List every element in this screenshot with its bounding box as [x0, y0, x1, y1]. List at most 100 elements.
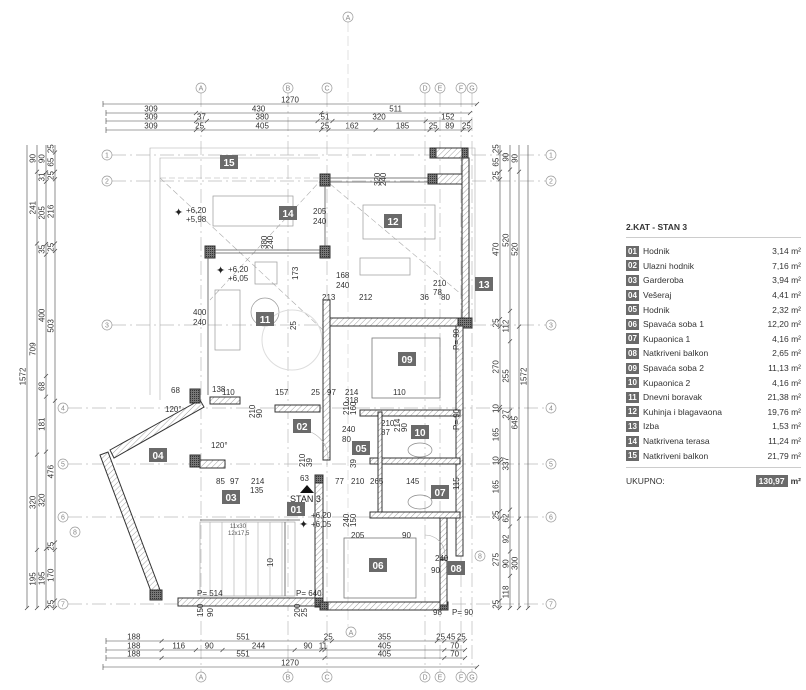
dimension-tick [507, 507, 513, 512]
level-cross-icon: ✦ [174, 207, 183, 219]
grid-label: 7 [61, 602, 65, 609]
interior-dimension: 90 [206, 608, 215, 617]
dimension-tick [462, 638, 468, 644]
dimension-tick [507, 408, 513, 413]
grid-bubble [474, 550, 486, 562]
walls [99, 147, 473, 611]
interior-dimension: 168 [336, 271, 350, 280]
room-number: 08 [450, 564, 462, 575]
grid-bubble [545, 149, 557, 161]
interior-dimension: P= 90 [452, 328, 461, 350]
dimension-value: 25 [429, 122, 438, 131]
interior-dimension: 110 [222, 388, 235, 397]
dimension-tick [315, 118, 320, 124]
grid-label: 2 [549, 179, 553, 186]
dimension-tick [292, 647, 297, 653]
interior-dimension: 145 [406, 477, 420, 486]
dimension-value: 25 [492, 510, 501, 519]
room-badge [475, 277, 493, 291]
interior-dimension: 77 [335, 477, 344, 486]
room-number: 04 [626, 289, 639, 301]
room-badge [431, 485, 449, 499]
dimension-tick [467, 118, 473, 124]
dimension-tick [43, 179, 49, 184]
interior-dimension: 210 [342, 401, 351, 415]
dimension-tick [204, 118, 210, 124]
interior-dimension: 80 [342, 435, 351, 444]
grid-bubble [57, 402, 69, 414]
interior-dimension: 87 [381, 428, 390, 437]
dimension-value: 90 [205, 642, 214, 651]
room-badge [256, 312, 274, 326]
interior-dimension: 36 [420, 293, 429, 302]
dimension-tick [373, 127, 378, 133]
room-name: Natkrivena terasa [643, 436, 710, 447]
dimension-tick [201, 127, 206, 133]
dimension-value: 25 [462, 122, 471, 131]
dimension-tick [43, 605, 49, 611]
dimension-value: 320 [372, 113, 386, 122]
entrance-label: STAN 3 [290, 494, 321, 504]
room-badge [293, 419, 311, 433]
interior-dimension: 150 [349, 513, 358, 527]
room-badge [220, 155, 238, 169]
grid-bubble [545, 598, 557, 610]
interior-dimension: 214 [393, 418, 402, 432]
interior-dimension: 240 [336, 281, 350, 290]
interior-dimension: 210 [351, 477, 365, 486]
room-name: Spavaća soba 1 [643, 319, 704, 330]
room-name: Ulazni hodnik [643, 260, 695, 271]
grid-bubble [545, 319, 557, 331]
dimension-value: 25 [47, 171, 56, 180]
grid-label: 8 [73, 530, 77, 537]
interior-dimension: 240 [435, 554, 449, 563]
dimension-tick [52, 241, 58, 246]
dimension-value: 51 [321, 113, 330, 122]
dimension-tick [507, 573, 513, 579]
dimension-value: 476 [47, 464, 56, 478]
dimension-value: 90 [304, 642, 313, 651]
dimension-tick [43, 252, 49, 257]
grid-bubble [545, 402, 557, 414]
interior-dimension: P= 90 [452, 608, 474, 617]
room-number: 06 [626, 318, 639, 330]
dimension-tick [322, 647, 327, 653]
dimension-value: 195 [29, 572, 38, 586]
dimension-tick [507, 167, 513, 172]
dimension-tick [442, 655, 447, 661]
dimension-tick [43, 241, 49, 247]
interior-dimension: 200 [293, 603, 302, 617]
dimension-tick [497, 456, 503, 462]
room-number: 03 [626, 274, 639, 286]
dimension-value: 185 [396, 122, 410, 131]
dimension-value: 90 [29, 153, 38, 162]
room-number: 07 [626, 333, 639, 345]
room-area: 11,24 m² [768, 436, 801, 447]
dimension-value: 25 [320, 122, 329, 131]
grid-label: B [286, 675, 291, 682]
grid-bubble [282, 671, 294, 683]
interior-dimension: 25 [289, 321, 298, 330]
dimension-value: 1270 [281, 96, 299, 105]
dimension-value: 90 [38, 154, 47, 163]
interior-dimension: 214 [345, 388, 359, 397]
dimension-value: 405 [256, 122, 270, 131]
grid-bubble [466, 82, 478, 94]
dimension-value: 380 [256, 113, 270, 122]
dimension-tick [34, 241, 40, 246]
room-number: 01 [626, 245, 639, 257]
interior-dimension: 90 [402, 531, 411, 540]
dimension-value: 152 [441, 113, 455, 122]
dimension-value: 188 [127, 633, 141, 642]
room-number: 09 [401, 355, 413, 366]
room-area: 4,16 m² [772, 333, 801, 344]
dimension-tick [516, 324, 522, 329]
room-number: 12 [626, 406, 639, 418]
dimension-tick [319, 647, 324, 653]
dimension-value: 470 [492, 242, 501, 256]
